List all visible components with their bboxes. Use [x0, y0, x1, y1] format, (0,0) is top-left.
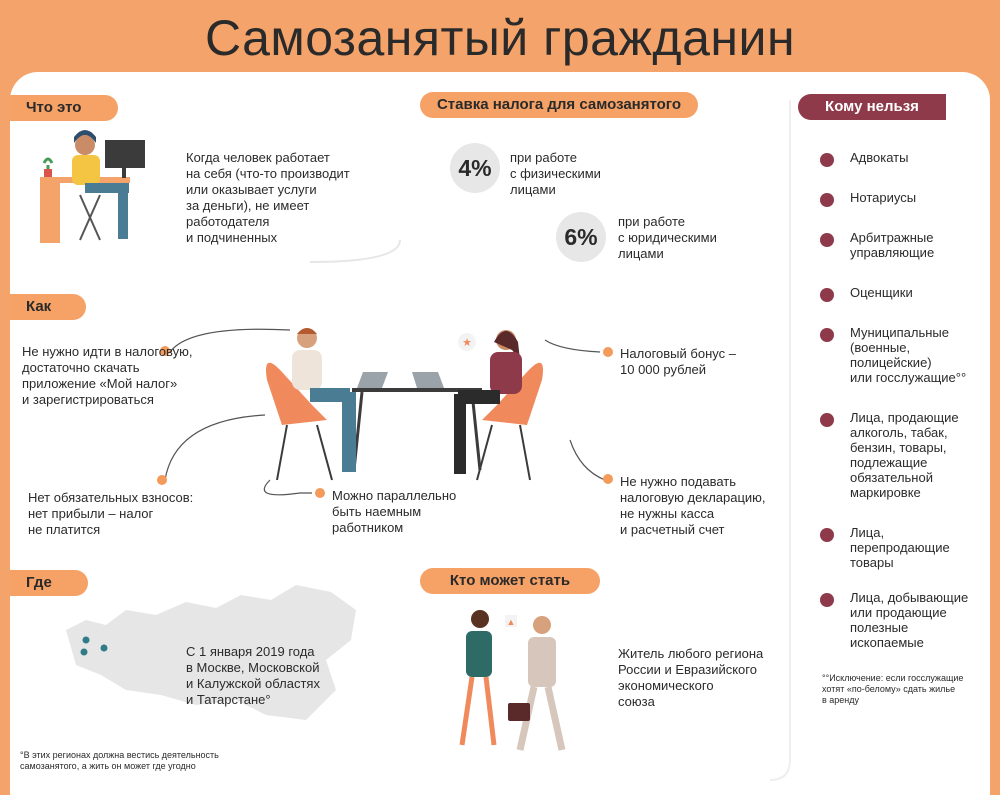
section-label-forbidden: Кому нельзя [798, 94, 946, 120]
bullet-dot [603, 347, 613, 357]
bullet-dot [820, 328, 834, 342]
bullet-dot [820, 593, 834, 607]
forbidden-item-text: Нотариусы [850, 190, 917, 205]
forbidden-item-text: Лица, перепродающие товары [850, 525, 950, 570]
how-point-app: Не нужно идти в налоговую, достаточно ск… [22, 344, 193, 407]
how-point-bonus: Налоговый бонус – 10 000 рублей [620, 346, 736, 377]
bullet-dot [820, 528, 834, 542]
section-label-what: Что это [10, 95, 118, 121]
bullet-dot [160, 346, 170, 356]
page-title: Самозанятый гражданин [204, 10, 796, 66]
section-label-rate: Ставка налога для самозанятого [420, 92, 698, 118]
bullet-dot [820, 288, 834, 302]
rate-text-4: при работе с физическими лицами [510, 150, 601, 197]
svg-text:★: ★ [462, 337, 472, 349]
svg-text:▲: ▲ [507, 617, 516, 627]
section-label-who: Кто может стать [420, 568, 600, 594]
bullet-dot [820, 233, 834, 247]
bullet-dot [157, 475, 167, 485]
who-text: Житель любого региона России и Евразийск… [618, 646, 764, 709]
forbidden-footnote: °°Исключение: если госслужащие хотят «по… [822, 673, 964, 705]
how-point-fees: Нет обязательных взносов: нет прибыли – … [28, 490, 194, 537]
forbidden-item-text: Адвокаты [850, 150, 909, 165]
section-label-where: Где [10, 570, 88, 596]
bullet-dot [603, 474, 613, 484]
meeting-illustration: ★ [266, 328, 543, 481]
woman-at-desk-illustration [40, 130, 145, 243]
how-point-declaration: Не нужно подавать налоговую декларацию, … [620, 474, 766, 537]
bullet-dot [820, 153, 834, 167]
forbidden-item-text: Оценщики [850, 285, 913, 300]
forbidden-item-text: Муниципальные (военные, полицейские) или… [850, 325, 967, 385]
where-footnote: °В этих регионах должна вестись деятельн… [20, 750, 219, 771]
russia-map [66, 585, 356, 720]
forbidden-item-text: Лица, продающие алкоголь, табак, бензин,… [850, 410, 959, 500]
walking-people-illustration: ▲ [459, 610, 566, 751]
bullet-dot [315, 488, 325, 498]
rate-circle-6: 6% [556, 212, 606, 262]
what-description: Когда человек работает на себя (что-то п… [186, 150, 350, 245]
how-point-employee: Можно параллельно быть наемным работнико… [332, 488, 457, 535]
where-text: С 1 января 2019 года в Москве, Московско… [186, 644, 320, 707]
bullet-dot [820, 413, 834, 427]
forbidden-item-text: Арбитражные управляющие [850, 230, 935, 260]
bullet-dot [820, 193, 834, 207]
forbidden-item-text: Лица, добывающие или продающие полезные … [850, 590, 969, 650]
rate-text-6: при работе с юридическими лицами [618, 214, 717, 261]
section-label-how: Как [10, 294, 86, 320]
rate-circle-4: 4% [450, 143, 500, 193]
